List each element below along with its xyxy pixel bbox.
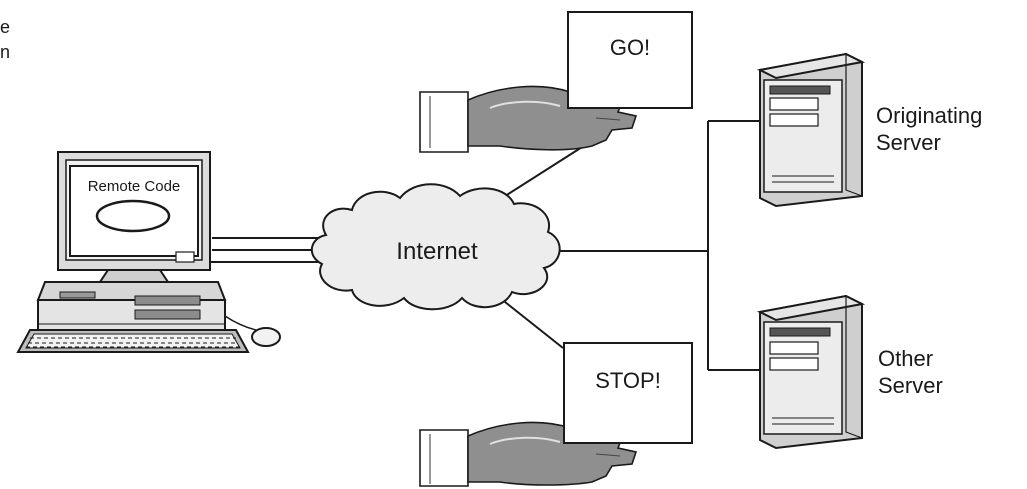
go-sign-label: GO! [610, 35, 650, 60]
computer-icon [16, 151, 281, 353]
go-sign: GO! [567, 11, 693, 109]
originating-server-label-line-1: Originating [876, 103, 982, 128]
stop-sign-label: STOP! [595, 368, 661, 393]
monitor-screen [69, 165, 199, 257]
cropped-text-line-1: e [0, 17, 10, 37]
system-unit [36, 281, 227, 331]
originating-server-icon [756, 52, 866, 208]
other-server-label-line-2: Server [878, 373, 943, 398]
stop-sign: STOP! [563, 342, 693, 444]
keyboard [16, 329, 250, 353]
remote-code-label: Remote Code [88, 178, 181, 195]
link-cloud-stop [499, 297, 564, 349]
originating-server-label-line-2: Server [876, 130, 941, 155]
internet-label: Internet [396, 238, 478, 265]
mouse-cord [224, 315, 257, 331]
internet-cloud [311, 183, 561, 311]
other-server-icon [756, 294, 866, 450]
mouse [251, 327, 281, 347]
other-server-label-line-1: Other [878, 346, 933, 371]
remote-code-oval [95, 199, 171, 233]
cropped-text-line-2: n [0, 42, 10, 62]
